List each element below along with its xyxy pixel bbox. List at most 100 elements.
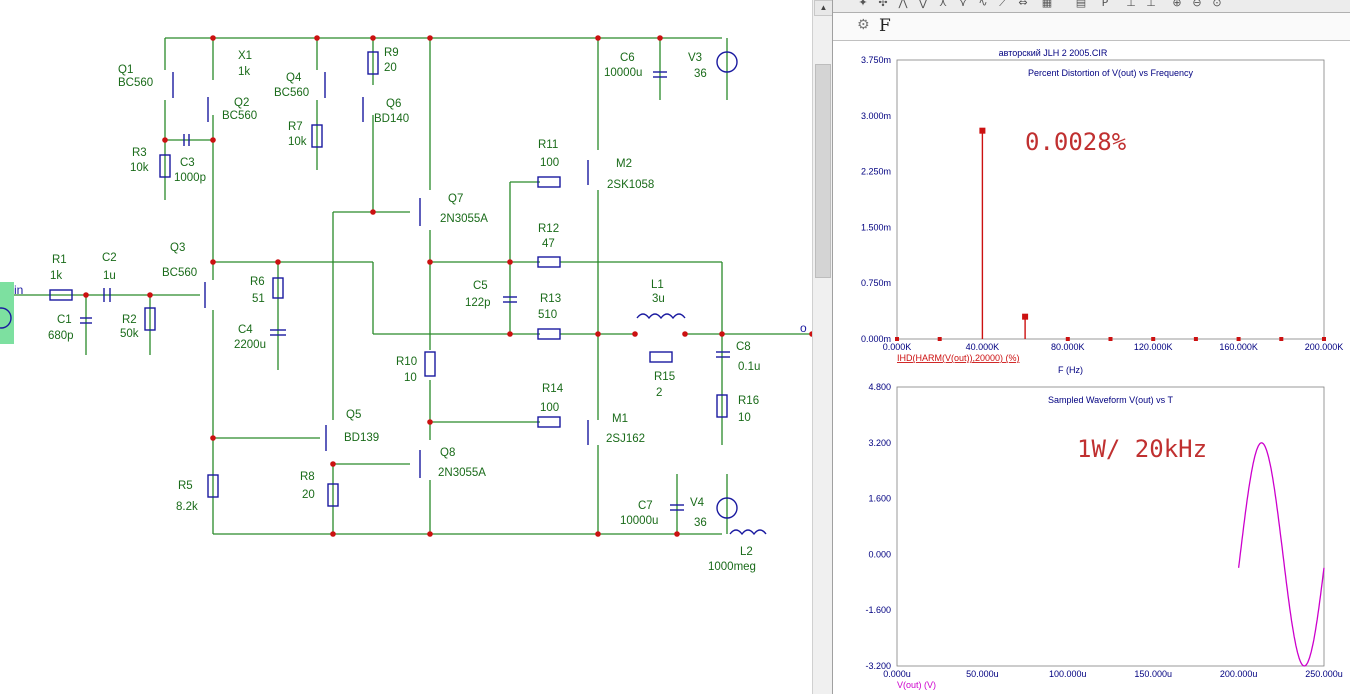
component-value-r13: 510 — [538, 309, 557, 321]
component-ref-x1: X1 — [238, 50, 252, 62]
inflection-tool-icon[interactable]: ∿ — [978, 0, 988, 9]
cursor-left-icon[interactable]: ⊥ — [1126, 0, 1136, 9]
component-value-r10: 10 — [404, 372, 417, 384]
component-ref-q2: Q2 — [234, 97, 249, 109]
component-ref-c1: C1 — [57, 314, 72, 326]
component-ref-r11: R11 — [538, 139, 558, 151]
component-value-q8: 2N3055A — [438, 467, 486, 479]
properties-icon[interactable]: P — [1101, 0, 1109, 9]
component-ref-q7: Q7 — [448, 193, 463, 205]
component-ref-c7: C7 — [638, 500, 653, 512]
distortion-x-tick-label: 80.000K — [1051, 342, 1085, 352]
component-value-c1: 680p — [48, 330, 74, 342]
component-shapes — [49, 51, 767, 536]
valley-tool-icon[interactable]: ⋁ — [918, 0, 928, 9]
component-value-c8: 0.1u — [738, 361, 760, 373]
input-source-block[interactable] — [0, 282, 14, 344]
component-ref-c3: C3 — [180, 157, 195, 169]
waveform-y-tick-label: 3.200 — [868, 438, 891, 448]
move-tool-icon[interactable]: ✣ — [878, 0, 888, 9]
label-tool-icon[interactable]: ▦ — [1041, 0, 1053, 9]
window-title: авторский JLH 2 2005.CIR — [999, 48, 1108, 58]
distortion-y-tick-label: 3.750m — [861, 55, 891, 65]
distortion-point — [1322, 337, 1326, 341]
component-ref-r14: R14 — [542, 383, 564, 395]
component-value-c2: 1u — [103, 270, 116, 282]
component-ref-m1: M1 — [612, 413, 628, 425]
distortion-callout: 0.0028% — [1025, 128, 1127, 156]
component-ref-r12: R12 — [538, 223, 559, 235]
component-ref-q1: Q1 — [118, 64, 133, 76]
component-value-c6: 10000u — [604, 67, 642, 79]
component-ref-q6: Q6 — [386, 98, 401, 110]
component-value-r1: 1k — [50, 270, 62, 282]
component-ref-r9: R9 — [384, 47, 399, 59]
zoom-in-icon[interactable]: ⊕ — [1172, 0, 1182, 9]
component-value-m2: 2SK1058 — [607, 179, 654, 191]
waveform-legend: V(out) (V) — [897, 680, 936, 690]
component-value-c5: 122p — [465, 297, 491, 309]
scroll-thumb[interactable] — [815, 64, 831, 278]
wires — [14, 37, 812, 535]
distortion-legend: IHD(HARM(V(out)),20000) (%) — [897, 353, 1020, 363]
bandwidth-tool-icon[interactable]: ⇔ — [1018, 0, 1028, 9]
waveform-title: Sampled Waveform V(out) vs T — [1048, 395, 1174, 405]
waveform-y-tick-label: -1.600 — [865, 605, 891, 615]
formula-label: F — [879, 16, 891, 36]
component-ref-r6: R6 — [250, 276, 265, 288]
scroll-up-arrow-icon[interactable]: ▲ — [814, 0, 833, 16]
component-ref-v3: V3 — [688, 52, 702, 64]
waveform-x-tick-label: 200.000u — [1220, 669, 1258, 679]
distortion-y-tick-label: 0.750m — [861, 278, 891, 288]
distortion-x-tick-label: 0.000K — [883, 342, 912, 352]
waveform-y-tick-label: 1.600 — [868, 494, 891, 504]
waveform-x-tick-label: 150.000u — [1134, 669, 1172, 679]
peak-tool-icon[interactable]: ⋀ — [898, 0, 908, 9]
component-value-r6: 51 — [252, 293, 265, 305]
component-value-r5: 8.2k — [176, 501, 198, 513]
zoom-fit-icon[interactable]: ⊙ — [1212, 0, 1222, 9]
component-ref-r5: R5 — [178, 480, 193, 492]
high-tool-icon[interactable]: ⋏ — [938, 0, 948, 9]
component-value-v4: 36 — [694, 517, 707, 529]
distortion-x-axis-label: F (Hz) — [1058, 365, 1083, 375]
zoom-out-icon[interactable]: ⊖ — [1192, 0, 1202, 9]
distortion-plot: Percent Distortion of V(out) vs Frequenc… — [861, 55, 1343, 375]
gear-icon[interactable]: ⚙ — [857, 17, 870, 33]
component-ref-l1: L1 — [651, 279, 664, 291]
waveform-x-tick-label: 100.000u — [1049, 669, 1087, 679]
distortion-y-tick-label: 3.000m — [861, 111, 891, 121]
component-ref-v4: V4 — [690, 497, 705, 509]
component-ref-r2: R2 — [122, 314, 137, 326]
component-ref-c6: C6 — [620, 52, 635, 64]
slope-tool-icon[interactable]: ⟋ — [999, 0, 1007, 9]
cursor-right-icon[interactable]: ⊥ — [1146, 0, 1156, 9]
cursor-tool-icon[interactable]: ✦ — [858, 0, 868, 9]
distortion-frame — [896, 59, 1325, 340]
analysis-panel: ✦ ✣ ⋀ ⋁ ⋏ ⋎ ∿ ⟋ ⇔ ▦ ▤ P ⊥ ⊥ ⊕ ⊖ ⊙ ⚙ F ав… — [832, 0, 1350, 694]
component-ref-q5: Q5 — [346, 409, 361, 421]
component-value-r15: 2 — [656, 387, 662, 399]
component-value-c3: 1000p — [174, 172, 206, 184]
plots-area: авторский JLH 2 2005.CIR Percent Distort… — [861, 48, 1343, 690]
distortion-y-tick-label: 2.250m — [861, 167, 891, 177]
junction-dots — [83, 35, 812, 537]
vertical-scrollbar[interactable]: ▲ — [812, 0, 833, 694]
component-ref-c2: C2 — [102, 252, 117, 264]
distortion-point — [1065, 337, 1070, 341]
component-ref-q4: Q4 — [286, 72, 302, 84]
plot-toolbar: ✦ ✣ ⋀ ⋁ ⋏ ⋎ ∿ ⟋ ⇔ ▦ ▤ P ⊥ ⊥ ⊕ ⊖ ⊙ — [833, 0, 1350, 13]
component-value-c4: 2200u — [234, 339, 266, 351]
distortion-point — [1279, 337, 1284, 341]
component-value-q2: BC560 — [222, 110, 257, 122]
component-ref-r15: R15 — [654, 371, 675, 383]
component-value-r7: 10k — [288, 136, 307, 148]
component-value-q5: BD139 — [344, 432, 379, 444]
component-value-v3: 36 — [694, 68, 707, 80]
data-table-icon[interactable]: ▤ — [1075, 0, 1087, 9]
distortion-y-tick-label: 0.000m — [861, 334, 891, 344]
low-tool-icon[interactable]: ⋎ — [958, 0, 968, 9]
distortion-point — [1108, 337, 1113, 341]
component-ref-c4: C4 — [238, 324, 253, 336]
